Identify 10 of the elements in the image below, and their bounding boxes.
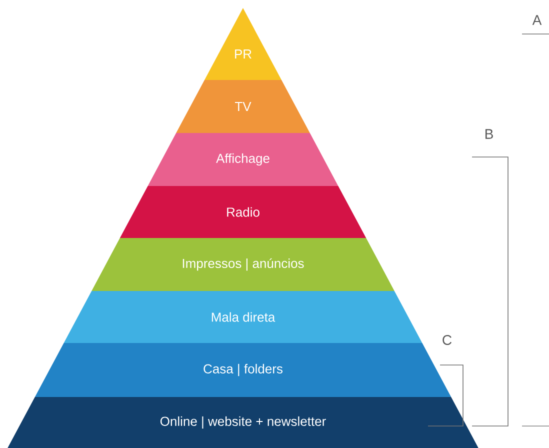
pyramid-band: PR — [204, 8, 282, 80]
pyramid-band: Impressos | anúncios — [92, 238, 394, 291]
pyramid-band: Online | website + newsletter — [8, 397, 478, 448]
pyramid-band: Affichage — [148, 133, 338, 186]
bracket-label: A — [532, 15, 542, 25]
pyramid-band: Radio — [120, 186, 366, 238]
bracket-label: C — [442, 335, 452, 345]
pyramid-band: Mala direta — [64, 291, 422, 343]
bracket-label: B — [485, 129, 493, 139]
pyramid-band: TV — [176, 80, 310, 133]
